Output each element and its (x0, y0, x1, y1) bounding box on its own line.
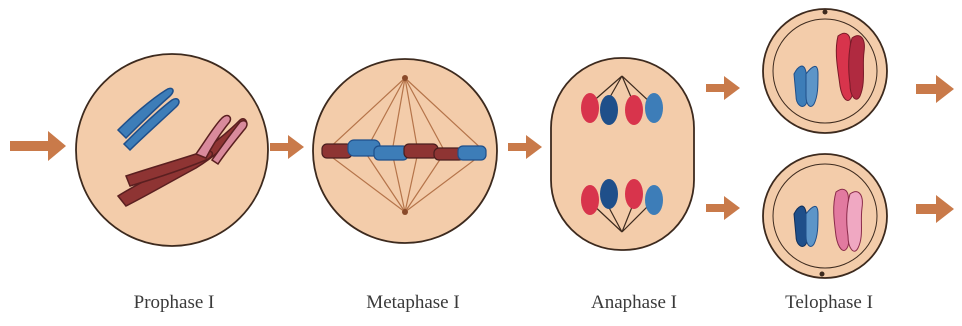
prophase-cell (76, 54, 268, 246)
anaphase-cell (551, 58, 694, 250)
arrow-metaphase-to-anaphase (508, 135, 542, 159)
telophase-cell-top (763, 9, 887, 133)
anaphase-label: Anaphase I (564, 292, 704, 314)
arrow-anaphase-to-telophase-top (706, 76, 740, 100)
metaphase-label: Metaphase I (343, 292, 483, 314)
arrow-prophase-to-metaphase (270, 135, 304, 159)
telophase-cell-bottom (763, 154, 887, 278)
arrow-anaphase-to-telophase-bottom (706, 196, 740, 220)
telophase-label: Telophase I (759, 292, 899, 314)
arrow-out-telophase-top (916, 75, 954, 103)
metaphase-cell (313, 59, 497, 243)
arrow-into-prophase (10, 131, 66, 161)
arrow-out-telophase-bottom (916, 195, 954, 223)
prophase-label: Prophase I (104, 292, 244, 314)
